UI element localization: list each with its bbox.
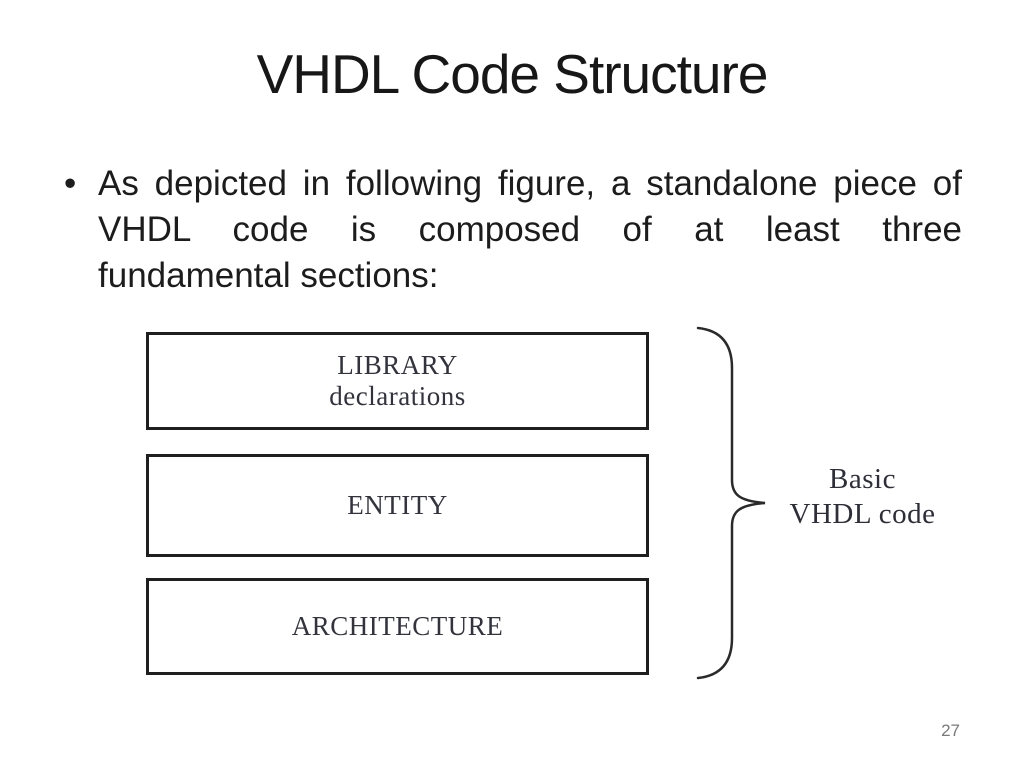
diagram-box-library-sublabel: declarations (329, 381, 466, 411)
bullet-line: fundamental sections: (98, 256, 439, 295)
diagram-box-entity: ENTITY (146, 454, 649, 557)
bullet-paragraph: As depicted in following figure, a stand… (98, 161, 962, 299)
diagram-box-library: LIBRARY declarations (146, 332, 649, 430)
curly-brace-icon (696, 326, 766, 680)
bullet-marker: • (64, 164, 77, 203)
diagram-box-architecture-label: ARCHITECTURE (291, 611, 504, 641)
slide-title: VHDL Code Structure (256, 43, 769, 105)
bullet-line: VHDL code is composed of at least three (98, 210, 962, 249)
brace-label-line: Basic (829, 463, 896, 495)
brace-label-line: VHDL code (789, 498, 936, 530)
curly-brace-path (696, 326, 766, 680)
bullet-line: As depicted in following figure, a stand… (98, 164, 962, 203)
page-number: 27 (941, 721, 960, 740)
diagram-box-entity-label: ENTITY (347, 490, 448, 520)
brace-label: Basic VHDL code (760, 462, 965, 532)
diagram-box-architecture: ARCHITECTURE (146, 578, 649, 675)
diagram-box-library-label: LIBRARY (337, 350, 458, 380)
